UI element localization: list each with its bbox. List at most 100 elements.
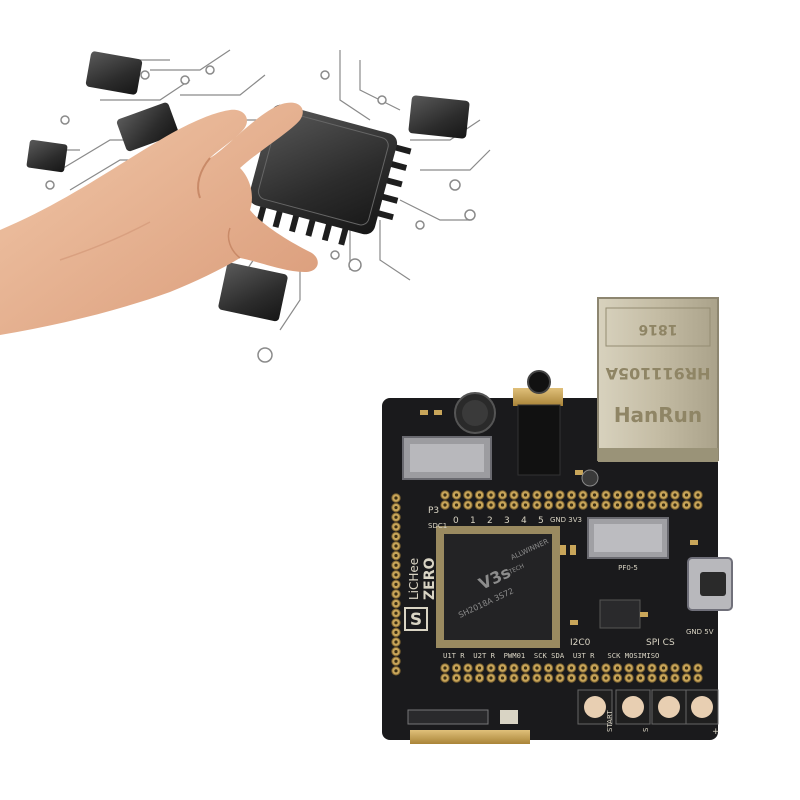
mount-hole-top xyxy=(581,469,599,487)
header-pin-hole xyxy=(394,611,398,615)
label-gnd-3v3: GND 3V3 xyxy=(550,516,582,524)
header-pin-hole xyxy=(558,666,562,670)
header-pin-hole xyxy=(615,503,620,507)
header-pin-hole xyxy=(394,602,398,606)
header-pin-hole xyxy=(443,503,447,507)
ethernet-port: 1816 HR911105A HanRun xyxy=(597,297,719,462)
header-pin-hole xyxy=(661,676,666,680)
label-start: START xyxy=(606,710,614,732)
header-pin-hole xyxy=(650,676,654,680)
chip-small-1 xyxy=(85,51,143,95)
header-pin-hole xyxy=(477,503,482,507)
header-pin-hole xyxy=(650,503,654,507)
header-pin-hole xyxy=(489,493,493,497)
header-pin-hole xyxy=(558,676,562,680)
header-pin-hole xyxy=(443,666,447,670)
logo-letter: S xyxy=(410,610,422,630)
header-pin-hole xyxy=(394,582,398,587)
header-pin-hole xyxy=(394,669,398,673)
brand-line1: LiCHee xyxy=(407,558,421,600)
label-gnd-5v: GND 5V xyxy=(686,628,714,636)
header-pin-hole xyxy=(546,666,551,670)
header-pin-hole xyxy=(696,493,700,497)
header-pin-hole xyxy=(569,493,574,497)
header-pin-hole xyxy=(696,676,700,680)
header-pin-hole xyxy=(523,493,528,497)
header-pin-hole xyxy=(394,496,398,500)
label-p3: P3 xyxy=(428,506,439,516)
label-n3: 3 xyxy=(504,516,510,526)
label-sdc1: SDC1 xyxy=(428,522,447,530)
left-castellated-pins xyxy=(391,493,401,676)
header-pin-hole xyxy=(500,676,505,680)
micro-usb xyxy=(687,557,733,611)
header-pin-hole xyxy=(684,676,689,680)
header-pin-hole xyxy=(477,676,482,680)
header-pin-hole xyxy=(684,503,689,507)
header-pin-hole xyxy=(546,503,551,507)
header-pin-hole xyxy=(394,592,398,596)
board-logo: S xyxy=(404,607,428,631)
header-pin-hole xyxy=(535,493,539,497)
header-pin-hole xyxy=(535,666,539,670)
header-pin-hole xyxy=(394,554,398,558)
header-pin-hole xyxy=(638,503,643,507)
rj45-model: HR911105A xyxy=(605,364,711,383)
label-n5: 5 xyxy=(538,516,544,526)
small-ic xyxy=(599,599,641,629)
header-pin-hole xyxy=(443,676,447,680)
label-s: S xyxy=(642,727,650,732)
header-pin-hole xyxy=(489,503,493,507)
push-buttons xyxy=(577,689,719,725)
header-pin-hole xyxy=(673,676,677,680)
header-pin-hole xyxy=(569,503,574,507)
header-pin-hole xyxy=(394,650,398,654)
chip-main xyxy=(249,104,412,246)
header-pin-hole xyxy=(592,666,597,670)
hand xyxy=(0,102,318,335)
header-pin-hole xyxy=(477,666,482,670)
rj45-brand: HanRun xyxy=(614,403,702,427)
label-spi-cs: SPI CS xyxy=(646,638,675,648)
header-pin-hole xyxy=(500,503,505,507)
header-pin-hole xyxy=(684,666,689,670)
brand-line2: ZERO xyxy=(422,558,438,600)
label-n1: 1 xyxy=(470,516,476,526)
header-pin-hole xyxy=(500,493,505,497)
bottom-connector xyxy=(407,709,518,725)
header-pin-hole xyxy=(650,493,654,497)
header-pin-hole xyxy=(512,676,516,680)
header-pin-hole xyxy=(394,563,398,567)
header-pin-hole xyxy=(394,515,398,519)
header-pin-hole xyxy=(627,666,631,670)
header-pin-hole xyxy=(512,493,516,497)
header-pin-hole xyxy=(684,493,689,497)
header-pin-hole xyxy=(394,573,398,577)
header-pin-hole xyxy=(523,666,528,670)
header-pin-hole xyxy=(394,534,398,539)
header-pin-hole xyxy=(581,493,585,497)
header-pin-hole xyxy=(661,666,666,670)
header-pin-hole xyxy=(394,506,398,510)
chip-small-4 xyxy=(218,262,288,322)
header-pin-hole xyxy=(394,630,398,635)
header-pin-hole xyxy=(627,493,631,497)
smd-components xyxy=(420,410,698,625)
header-pin-hole xyxy=(454,503,459,507)
rj45-code: 1816 xyxy=(639,321,678,337)
sd-card-slot xyxy=(402,436,492,480)
label-n2: 2 xyxy=(487,516,493,526)
header-pin-hole xyxy=(477,493,482,497)
header-pin-hole xyxy=(454,666,459,670)
header-pin-hole xyxy=(673,666,677,670)
header-pin-hole xyxy=(558,493,562,497)
soc-chip: ALLWINNER TECH V3s SH2018A 3S72 xyxy=(436,526,560,648)
header-pin-hole xyxy=(394,659,398,663)
header-pin-hole xyxy=(661,503,666,507)
header-pin-hole xyxy=(604,493,608,497)
header-pin-hole xyxy=(627,676,631,680)
audio-jack xyxy=(513,370,563,476)
header-pin-hole xyxy=(466,493,470,497)
header-pin-hole xyxy=(523,676,528,680)
header-pin-hole xyxy=(535,503,539,507)
